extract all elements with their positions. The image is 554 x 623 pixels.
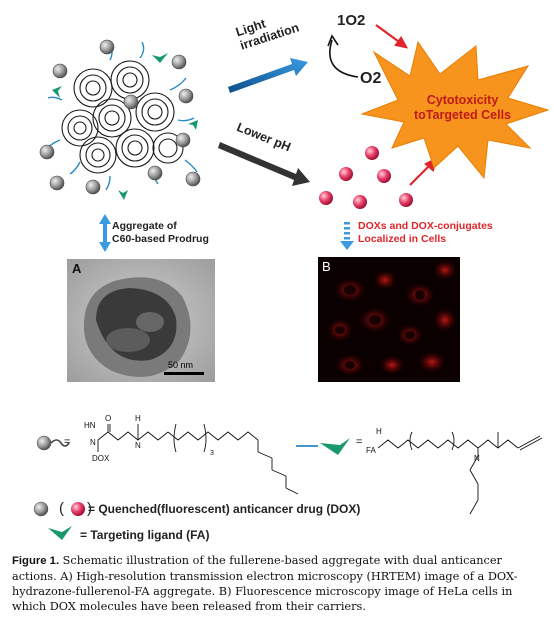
- ligand-equals: =: [356, 436, 363, 448]
- singlet-oxygen-label: 1O2: [337, 12, 366, 29]
- figure-caption: Figure 1. Schematic illustration of the …: [12, 553, 542, 614]
- prodrug-equals: =: [64, 436, 71, 448]
- oxygen-conversion-arrow: [327, 34, 359, 78]
- quenched-drug-legend: = Quenched(fluorescent) anticancer drug …: [88, 502, 361, 516]
- chem-n3: N: [474, 454, 480, 463]
- oxygen-label: O2: [360, 70, 382, 87]
- dox-legend-balls: [33, 501, 85, 517]
- light-irradiation-arrow: [228, 58, 308, 93]
- ligand-legend-icon: [296, 438, 350, 455]
- chem-n2: N: [135, 441, 141, 450]
- targeting-ligand-legend: = Targeting ligand (FA): [80, 528, 210, 542]
- chem-h2: H: [376, 427, 382, 436]
- figure-label: Figure 1.: [12, 555, 60, 567]
- prodrug-linker-structure: [97, 423, 299, 495]
- lower-ph-arrow: [218, 142, 310, 186]
- prodrug-legend-icon: [36, 435, 70, 451]
- panel-b-fluorescence-image: [318, 257, 460, 382]
- targeting-ligand-legend-icon: [48, 526, 72, 540]
- cytotoxicity-label: Cytotoxicity toTargeted Cells: [414, 93, 512, 122]
- scale-bar-label: 50 nm: [168, 360, 194, 370]
- chem-fa: FA: [366, 446, 376, 455]
- chem-n: N: [90, 438, 96, 447]
- panel-a-tem-image: [67, 259, 215, 382]
- dox-molecules: [319, 146, 413, 209]
- chem-hn: HN: [84, 421, 96, 430]
- caption-text: Schematic illustration of the fullerene-…: [12, 554, 518, 613]
- panel-a-letter: A: [72, 261, 82, 276]
- chem-subscript-3: 3: [210, 450, 214, 457]
- c60-aggregate-illustration: [39, 39, 201, 200]
- aggregate-label: Aggregate of C60-based Prodrug: [112, 220, 209, 245]
- chem-h: H: [135, 414, 141, 423]
- red-arrows: [375, 24, 438, 186]
- dox-localized-label: DOXs and DOX-conjugates Localized in Cel…: [358, 220, 493, 245]
- legend-paren-open: (: [59, 500, 64, 517]
- chem-o: O: [105, 414, 112, 423]
- legend-paren-close: ): [87, 500, 92, 517]
- cytotoxicity-starburst: [360, 40, 550, 180]
- chem-dox: DOX: [92, 454, 110, 463]
- aggregate-double-arrow: [99, 214, 111, 252]
- panel-b-letter: B: [322, 259, 331, 274]
- ligand-structure: [377, 431, 543, 515]
- dox-release-arrow: [340, 222, 354, 250]
